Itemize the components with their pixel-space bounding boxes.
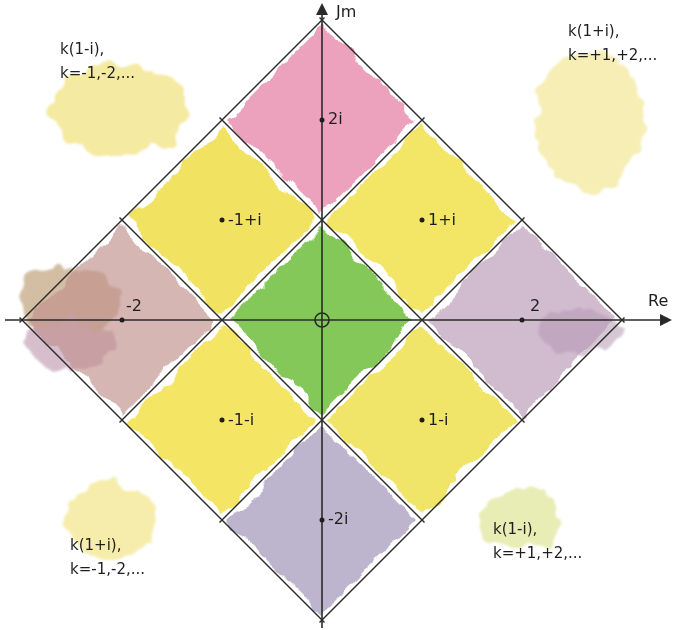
region-formula: k(1+i), <box>70 536 121 554</box>
region-formula: k=+1,+2,... <box>493 544 582 562</box>
region-formula: k=+1,+2,... <box>568 46 657 64</box>
point-label: -2i <box>328 510 348 528</box>
origin-circle <box>315 313 329 327</box>
point-label: -1+i <box>228 211 262 229</box>
point-label: 1-i <box>428 411 448 429</box>
point-label: 2 <box>530 297 540 315</box>
point-label: -2 <box>126 297 142 315</box>
axes <box>5 3 672 628</box>
region-formula: k(1+i), <box>568 22 619 40</box>
axis-label: Jm <box>336 3 356 21</box>
axis-label: Re <box>648 292 668 310</box>
region-formula: k=-1,-2,... <box>60 64 135 82</box>
point-label: -1-i <box>228 411 254 429</box>
point-label: 1+i <box>428 211 456 229</box>
region-formula: k=-1,-2,... <box>70 560 145 578</box>
region-formula: k(1-i), <box>60 40 104 58</box>
point-label: 2i <box>328 110 343 128</box>
lattice-points <box>120 118 525 523</box>
region-formula: k(1-i), <box>493 520 537 538</box>
